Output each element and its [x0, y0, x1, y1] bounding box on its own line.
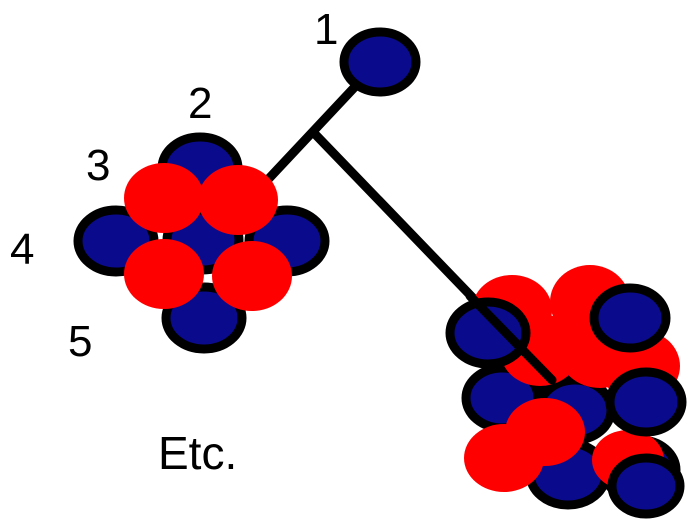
label-4: 4 — [10, 225, 35, 274]
node-1-ball — [339, 27, 421, 97]
label-1: 1 — [314, 5, 339, 54]
connector-line-tip — [465, 291, 557, 385]
label-3: 3 — [86, 141, 111, 190]
label-5: 5 — [68, 317, 93, 366]
large-cluster — [445, 265, 687, 519]
large-cluster-blue-ball — [605, 367, 687, 437]
small-cluster-red-ball-bottom-right — [212, 241, 292, 311]
small-cluster-red-ball-top-left — [124, 163, 204, 233]
node-1 — [339, 27, 421, 97]
small-cluster-red-ball-bottom-left — [124, 239, 204, 309]
small-cluster — [73, 132, 330, 354]
large-cluster-blue-ball — [589, 283, 671, 353]
large-cluster-blue-ball — [607, 453, 685, 519]
label-2: 2 — [188, 79, 213, 128]
large-cluster-blue-ball — [445, 297, 531, 369]
large-cluster-red-ball — [464, 424, 544, 492]
small-cluster-red-ball-top-right — [198, 165, 278, 235]
etc-label: Etc. — [158, 427, 238, 479]
